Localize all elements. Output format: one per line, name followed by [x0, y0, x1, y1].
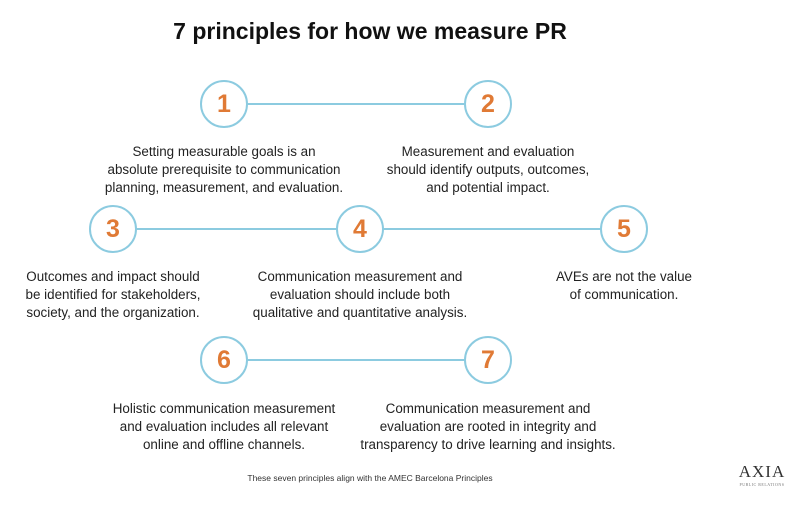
principle-description: Outcomes and impact should be identified …	[0, 268, 258, 322]
principle-description: AVEs are not the value of communication.	[479, 268, 769, 304]
principle-text-line: planning, measurement, and evaluation.	[104, 180, 344, 195]
principle-text-line: evaluation are rooted in integrity and	[379, 419, 597, 434]
principle-text-line: Outcomes and impact should	[26, 269, 200, 284]
connector-1-2	[246, 103, 466, 105]
principle-text-line: and evaluation includes all relevant	[119, 419, 329, 434]
principle-number-circle: 2	[464, 80, 512, 128]
principle-text-line: Communication measurement and	[385, 401, 591, 416]
principle-text-line: Setting measurable goals is an	[132, 144, 316, 159]
principle-number-circle: 4	[336, 205, 384, 253]
principle-text-line: absolute prerequisite to communication	[107, 162, 341, 177]
principle-text-line: Communication measurement and	[257, 269, 463, 284]
principle-text-line: AVEs are not the value	[556, 269, 692, 284]
principle-number-circle: 7	[464, 336, 512, 384]
principle-number-circle: 6	[200, 336, 248, 384]
principle-text-line: and potential impact.	[426, 180, 550, 195]
principle-text-line: should identify outputs, outcomes,	[386, 162, 590, 177]
principle-text-line: evaluation should include both	[269, 287, 451, 302]
principle-description: Measurement and evaluation should identif…	[343, 143, 633, 197]
principle-number-circle: 3	[89, 205, 137, 253]
logo-name: AXIA	[738, 462, 786, 481]
principle-text-line: society, and the organization.	[26, 305, 200, 320]
principle-text-line: Holistic communication measurement	[112, 401, 336, 416]
footer-note: These seven principles align with the AM…	[247, 473, 493, 483]
principle-description: Communication measurement and evaluation …	[343, 400, 633, 454]
axia-logo: AXIA PUBLIC RELATIONS	[730, 462, 794, 487]
logo-tagline: PUBLIC RELATIONS	[739, 482, 785, 487]
principle-text-line: online and offline channels.	[142, 437, 306, 452]
page-title: 7 principles for how we measure PR	[173, 18, 567, 44]
principle-number-circle: 1	[200, 80, 248, 128]
principle-description: Setting measurable goals is an absolute p…	[79, 143, 369, 197]
principle-text-line: qualitative and quantitative analysis.	[252, 305, 468, 320]
principle-description: Holistic communication measurement and ev…	[79, 400, 369, 454]
connector-6-7	[246, 359, 466, 361]
principle-description: Communication measurement and evaluation …	[215, 268, 505, 322]
principle-text-line: of communication.	[569, 287, 679, 302]
principle-text-line: transparency to drive learning and insig…	[360, 437, 616, 452]
principle-number-circle: 5	[600, 205, 648, 253]
principle-text-line: Measurement and evaluation	[401, 144, 575, 159]
principle-text-line: be identified for stakeholders,	[25, 287, 201, 302]
